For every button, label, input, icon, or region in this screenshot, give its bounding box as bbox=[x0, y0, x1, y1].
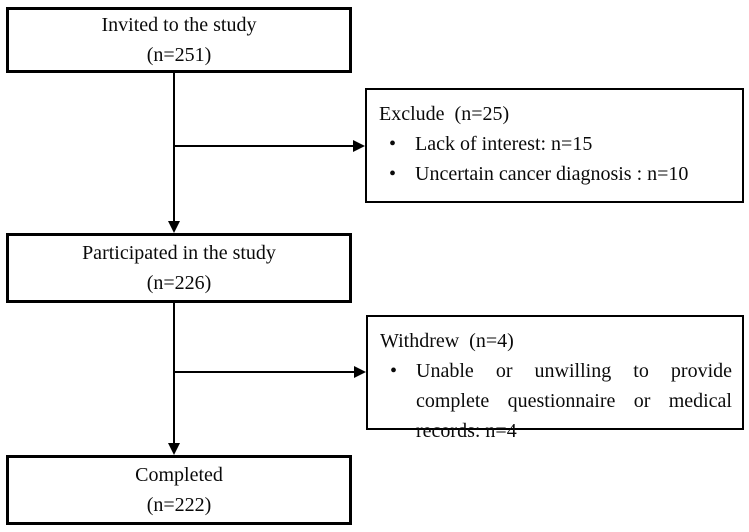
completed-box: Completed (n=222) bbox=[6, 455, 352, 525]
exclude-item-text: Lack of interest: n=15 bbox=[415, 133, 593, 155]
withdrew-box: Withdrew (n=4) • Unable or unwilling to … bbox=[366, 315, 744, 442]
completed-label: Completed bbox=[135, 464, 223, 486]
exclude-item: • Lack of interest: n=15 bbox=[379, 129, 732, 159]
connector-branch-withdrew bbox=[173, 371, 355, 373]
exclude-title: Exclude (n=25) bbox=[379, 103, 510, 125]
bullet-icon: • bbox=[389, 163, 397, 185]
arrowhead-down-participated-icon bbox=[168, 221, 180, 233]
invited-count: (n=251) bbox=[146, 44, 212, 66]
invited-label: Invited to the study bbox=[101, 14, 257, 36]
invited-box: Invited to the study (n=251) bbox=[6, 7, 352, 73]
connector-branch-exclude bbox=[173, 145, 354, 147]
withdrew-list: • Unable or unwilling to provide complet… bbox=[380, 356, 732, 446]
exclude-item: • Uncertain cancer diagnosis : n=10 bbox=[379, 159, 732, 189]
participated-label: Participated in the study bbox=[82, 242, 276, 264]
participated-box: Participated in the study (n=226) bbox=[6, 233, 352, 303]
exclude-box: Exclude (n=25) • Lack of interest: n=15 … bbox=[365, 88, 744, 203]
withdrew-item-text: Unable or unwilling to provide complete … bbox=[416, 360, 732, 442]
bullet-icon: • bbox=[390, 360, 398, 382]
arrowhead-down-completed-icon bbox=[168, 443, 180, 455]
exclude-item-text: Uncertain cancer diagnosis : n=10 bbox=[415, 163, 689, 185]
participated-count: (n=226) bbox=[146, 272, 212, 294]
arrowhead-right-exclude-icon bbox=[353, 140, 365, 152]
completed-count: (n=222) bbox=[146, 494, 212, 516]
withdrew-item: • Unable or unwilling to provide complet… bbox=[380, 356, 732, 446]
arrowhead-right-withdrew-icon bbox=[354, 366, 366, 378]
connector-participated-completed bbox=[173, 303, 175, 444]
withdrew-title: Withdrew (n=4) bbox=[380, 330, 514, 352]
exclude-list: • Lack of interest: n=15 • Uncertain can… bbox=[379, 129, 732, 189]
connector-invited-participated bbox=[173, 73, 175, 222]
bullet-icon: • bbox=[389, 133, 397, 155]
